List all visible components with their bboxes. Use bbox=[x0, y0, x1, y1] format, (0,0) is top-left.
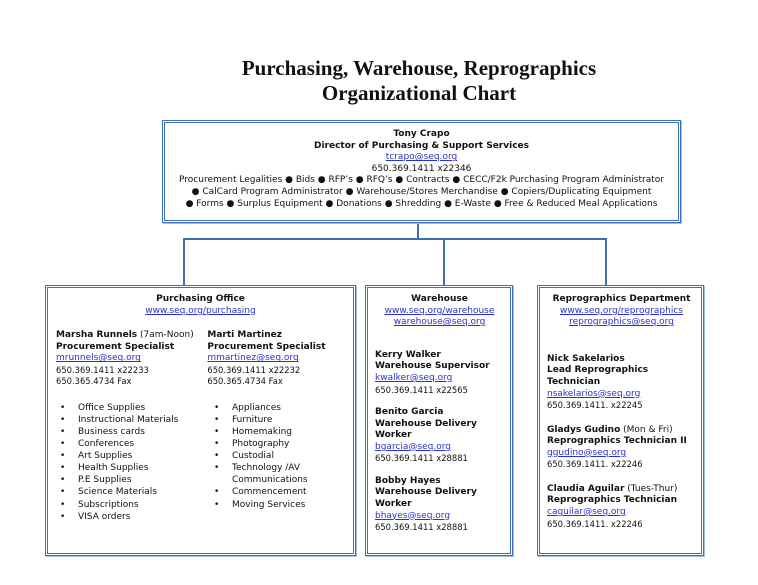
person-phone: 650.369.1411 x22232 bbox=[207, 364, 301, 375]
list-item: Health Supplies bbox=[56, 462, 210, 474]
person-email-link[interactable]: bhayes@seq.org bbox=[375, 510, 451, 521]
purchasing-list-right: AppliancesFurnitureHomemakingPhotography… bbox=[210, 402, 328, 523]
person-name: Bobby Hayes bbox=[375, 475, 441, 486]
chart-title-line1: Purchasing, Warehouse, Reprographics bbox=[241, 56, 597, 80]
person-fax: 650.365.4734 Fax bbox=[207, 376, 283, 387]
person-role: Warehouse Supervisor bbox=[375, 361, 490, 372]
warehouse-person-2: Benito Garcia Warehouse Delivery Worker … bbox=[375, 407, 504, 465]
list-item: Homemaking bbox=[210, 426, 328, 438]
person-role: Warehouse Delivery Worker bbox=[375, 487, 477, 509]
person-name: Benito Garcia bbox=[375, 406, 444, 417]
director-phone: 650.369.1411 x22346 bbox=[371, 163, 472, 174]
person-name: Claudia Aguilar bbox=[547, 483, 625, 494]
director-email-link[interactable]: tcrapo@seq.org bbox=[385, 152, 458, 163]
person-phone: 650.369.1411 x22565 bbox=[375, 384, 468, 395]
connector-purchasing bbox=[183, 238, 185, 286]
warehouse-email-link[interactable]: warehouse@seq.org bbox=[393, 317, 486, 328]
list-item: Subscriptions bbox=[56, 499, 210, 511]
person-email-link[interactable]: mmartinez@seq.org bbox=[207, 353, 299, 364]
person-email-link[interactable]: ggudino@seq.org bbox=[547, 447, 627, 458]
person-note: (Tues-Thur) bbox=[624, 483, 678, 494]
list-item: Business cards bbox=[56, 426, 210, 438]
person-phone: 650.369.1411 x28881 bbox=[375, 453, 468, 464]
list-item: Moving Services bbox=[210, 499, 328, 511]
connector-horizontal bbox=[183, 238, 607, 240]
connector-warehouse bbox=[443, 238, 445, 286]
person-email-link[interactable]: bgarcia@seq.org bbox=[375, 441, 451, 452]
connector-reprographics bbox=[605, 238, 607, 286]
list-item: Photography bbox=[210, 438, 328, 450]
person-phone: 650.369.1411 x28881 bbox=[375, 522, 468, 533]
reprographics-url-link[interactable]: www.seq.org/reprographics bbox=[560, 305, 683, 316]
person-role: Lead Reprographics Technician bbox=[547, 365, 649, 387]
list-item: Custodial bbox=[210, 450, 328, 462]
list-item: Technology /AV Communications bbox=[210, 462, 328, 486]
person-name: Nick Sakelarios bbox=[547, 353, 625, 364]
warehouse-title: Warehouse bbox=[411, 294, 468, 304]
purchasing-title: Purchasing Office bbox=[156, 294, 245, 304]
person-role: Procurement Specialist bbox=[56, 341, 175, 352]
chart-title: Purchasing, Warehouse, Reprographics Org… bbox=[0, 56, 758, 106]
purchasing-box: Purchasing Office www.seq.org/purchasing… bbox=[45, 285, 356, 556]
reprographics-person-2: Gladys Gudino (Mon & Fri) Reprographics … bbox=[547, 425, 696, 471]
warehouse-box: Warehouse www.seq.org/warehouse warehous… bbox=[365, 285, 513, 556]
director-duties-1: Procurement Legalities ● Bids ● RFP’s ● … bbox=[179, 175, 664, 186]
person-email-link[interactable]: nsakelarios@seq.org bbox=[547, 388, 641, 399]
connector-director-down bbox=[417, 222, 419, 239]
warehouse-person-1: Kerry Walker Warehouse Supervisor kwalke… bbox=[375, 350, 504, 396]
list-item: Appliances bbox=[210, 402, 328, 414]
purchasing-url-link[interactable]: www.seq.org/purchasing bbox=[145, 305, 256, 316]
person-name: Marti Martinez bbox=[207, 330, 282, 341]
person-phone: 650.369.1411. x22245 bbox=[547, 400, 643, 411]
list-item: Science Materials bbox=[56, 486, 210, 498]
list-item: Conferences bbox=[56, 438, 210, 450]
person-phone: 650.369.1411. x22246 bbox=[547, 518, 643, 529]
director-box: Tony Crapo Director of Purchasing & Supp… bbox=[162, 120, 681, 223]
chart-title-line2: Organizational Chart bbox=[321, 81, 517, 105]
person-phone: 650.369.1411. x22246 bbox=[547, 459, 643, 470]
person-name: Marsha Runnels bbox=[56, 330, 138, 341]
director-duties-3: ● Forms ● Surplus Equipment ● Donations … bbox=[185, 198, 658, 209]
director-role: Director of Purchasing & Support Service… bbox=[314, 140, 529, 151]
person-email-link[interactable]: mrunnels@seq.org bbox=[56, 353, 141, 364]
list-item: Instructional Materials bbox=[56, 414, 210, 426]
reprographics-title: Reprographics Department bbox=[552, 294, 691, 304]
director-duties-2: ● CalCard Program Administrator ● Wareho… bbox=[191, 186, 652, 197]
person-name: Kerry Walker bbox=[375, 349, 441, 360]
list-item: Office Supplies bbox=[56, 402, 210, 414]
list-item: Furniture bbox=[210, 414, 328, 426]
person-note: (Mon & Fri) bbox=[620, 424, 673, 435]
person-phone: 650.369.1411 x22233 bbox=[56, 364, 149, 375]
person-email-link[interactable]: kwalker@seq.org bbox=[375, 372, 453, 383]
person-name: Gladys Gudino bbox=[547, 424, 621, 435]
person-role: Reprographics Technician bbox=[547, 495, 677, 506]
person-email-link[interactable]: caguilar@seq.org bbox=[547, 506, 626, 517]
reprographics-email-link[interactable]: reprographics@seq.org bbox=[569, 317, 674, 328]
person-fax: 650.365.4734 Fax bbox=[56, 376, 132, 387]
purchasing-person-2: Marti Martinez Procurement Specialist mm… bbox=[207, 330, 345, 388]
reprographics-person-3: Claudia Aguilar (Tues-Thur) Reprographic… bbox=[547, 484, 696, 530]
person-note: (7am-Noon) bbox=[137, 330, 194, 341]
person-role: Warehouse Delivery Worker bbox=[375, 418, 477, 441]
warehouse-url-link[interactable]: www.seq.org/warehouse bbox=[384, 305, 495, 316]
purchasing-list-left: Office SuppliesInstructional MaterialsBu… bbox=[56, 402, 210, 523]
list-item: P.E Supplies bbox=[56, 474, 210, 486]
warehouse-person-3: Bobby Hayes Warehouse Delivery Worker bh… bbox=[375, 476, 504, 534]
director-name: Tony Crapo bbox=[393, 129, 450, 139]
reprographics-person-1: Nick Sakelarios Lead Reprographics Techn… bbox=[547, 354, 696, 412]
purchasing-person-1: Marsha Runnels (7am-Noon) Procurement Sp… bbox=[56, 330, 207, 388]
list-item: Art Supplies bbox=[56, 450, 210, 462]
list-item: VISA orders bbox=[56, 511, 210, 523]
person-role: Procurement Specialist bbox=[207, 341, 326, 352]
reprographics-box: Reprographics Department www.seq.org/rep… bbox=[537, 285, 704, 556]
person-role: Reprographics Technician II bbox=[547, 436, 687, 447]
list-item: Commencement bbox=[210, 486, 328, 498]
